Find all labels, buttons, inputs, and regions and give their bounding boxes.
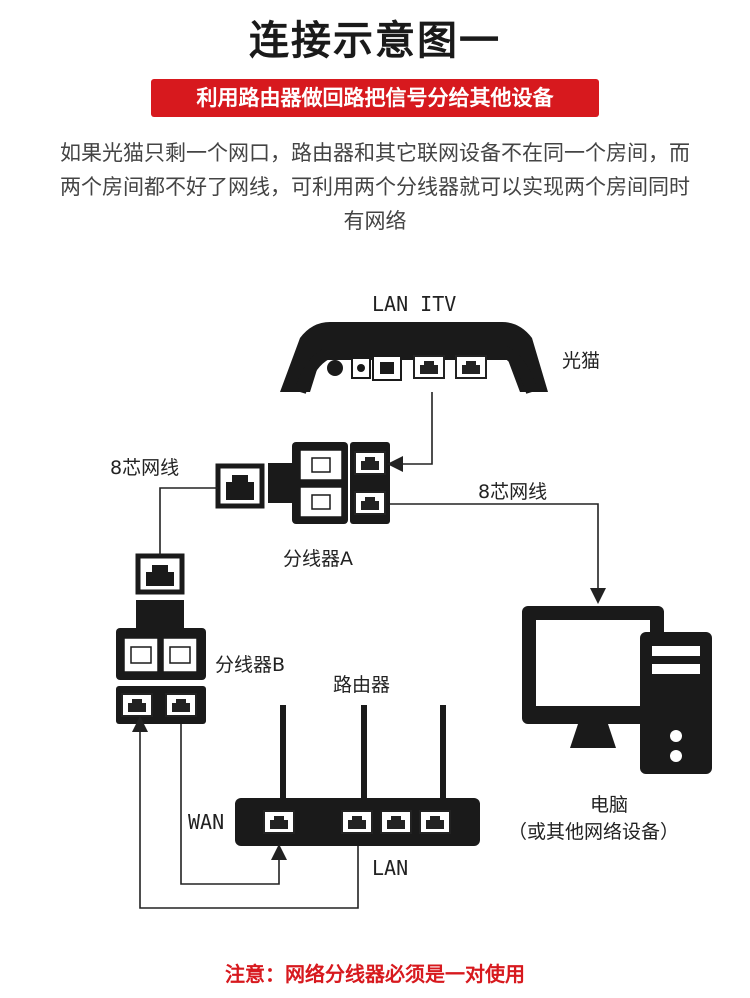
computer-sublabel: （或其他网络设备） (508, 821, 680, 843)
note: 注意：网络分线器必须是一对使用 (225, 962, 525, 986)
cables (132, 392, 606, 909)
wan-label: WAN (188, 810, 225, 834)
router-label: 路由器 (333, 674, 391, 696)
cable-8-core (159, 487, 218, 556)
cable-modem-to-splitter-a (387, 392, 433, 472)
splitter-b-icon (116, 553, 206, 724)
splitter-a-input-port (215, 463, 265, 509)
router-lan-port-2 (380, 810, 412, 834)
computer-label: 电脑 (590, 794, 629, 816)
modem-itv-port (455, 355, 487, 379)
subtitle-banner: 利用路由器做回路把信号分给其他设备 (151, 79, 599, 117)
splitter-a-icon (268, 442, 390, 524)
router-lan-port-1 (341, 810, 373, 834)
router-wan-port (263, 810, 295, 834)
lan-label: LAN (372, 856, 409, 880)
splitter-b-port-1 (121, 693, 153, 717)
splitter-a-port-2 (354, 491, 386, 515)
cable-splitter-b-to-router-wan (180, 724, 287, 885)
cable-router-lan-to-splitter-b (132, 716, 359, 909)
computer-icon (522, 606, 712, 774)
modem-ports-label: LAN ITV (372, 292, 457, 316)
cable-right-label: 8芯网线 (478, 481, 548, 503)
cable-left-label: 8芯网线 (110, 457, 180, 479)
splitter-b-port-2 (165, 693, 197, 717)
router-lan-port-3 (419, 810, 451, 834)
cable-splitter-a-to-computer (390, 503, 606, 604)
router-icon (235, 705, 480, 846)
description: 如果光猫只剩一个网口，路由器和其它联网设备不在同一个房间，而两个房间都不好了网线… (60, 141, 690, 233)
modem-lan-port (413, 355, 445, 379)
splitter-a-label: 分线器A (283, 548, 353, 570)
page-title: 连接示意图一 (249, 18, 501, 64)
modem-icon (280, 322, 548, 394)
splitter-b-label: 分线器B (215, 654, 286, 676)
splitter-a-port-1 (354, 451, 386, 475)
splitter-b-input-port (135, 553, 185, 595)
modem-label: 光猫 (562, 350, 601, 372)
